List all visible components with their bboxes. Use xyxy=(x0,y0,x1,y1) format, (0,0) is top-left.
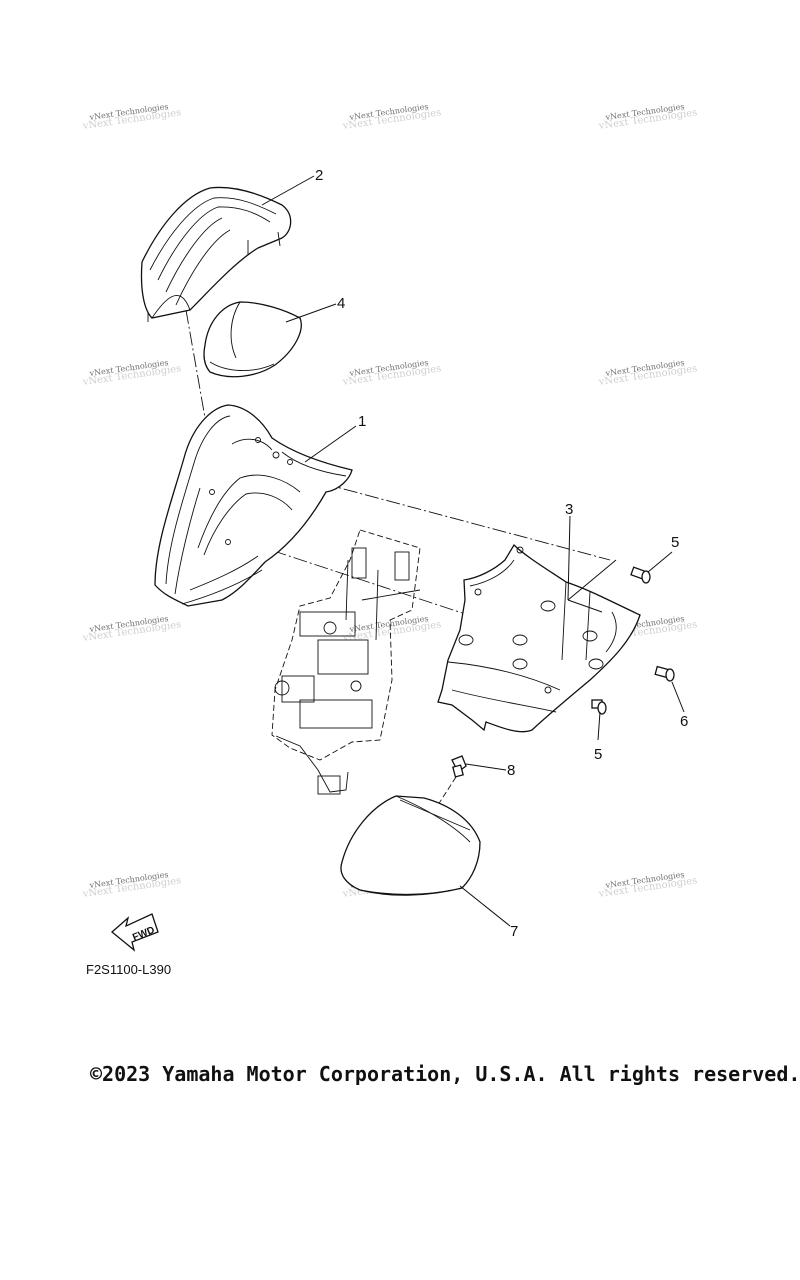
screw-5-lower xyxy=(591,699,607,715)
part-4-lens xyxy=(203,301,302,378)
diagram-reference-code: F2S1100-L390 xyxy=(86,962,172,977)
leader-lines xyxy=(261,175,685,927)
part-7-bottom-cover xyxy=(340,795,481,896)
fwd-direction-arrow: FWD xyxy=(110,913,159,952)
part-1-front-cowling xyxy=(154,404,353,607)
callout-3: 3 xyxy=(565,501,573,518)
screw-8 xyxy=(451,755,467,778)
callout-6: 6 xyxy=(680,713,688,730)
part-2-cover xyxy=(140,186,292,322)
callout-7: 7 xyxy=(510,923,518,940)
callout-5-upper: 5 xyxy=(671,534,679,551)
callout-5-lower: 5 xyxy=(594,746,602,763)
handlebar-frame xyxy=(271,529,421,795)
callout-8: 8 xyxy=(507,762,515,779)
callouts: 2 4 1 3 5 6 5 8 7 xyxy=(315,167,688,940)
callout-1: 1 xyxy=(358,413,366,430)
part-3-inner-panel xyxy=(437,543,641,733)
parts-diagram: vNext Technologies vNext Technologies vN… xyxy=(81,102,698,952)
callout-2: 2 xyxy=(315,167,323,184)
screw-6 xyxy=(654,665,675,682)
callout-4: 4 xyxy=(337,295,345,312)
screw-5-upper xyxy=(630,566,651,584)
copyright-notice: ©2023 Yamaha Motor Corporation, U.S.A. A… xyxy=(90,1062,800,1086)
